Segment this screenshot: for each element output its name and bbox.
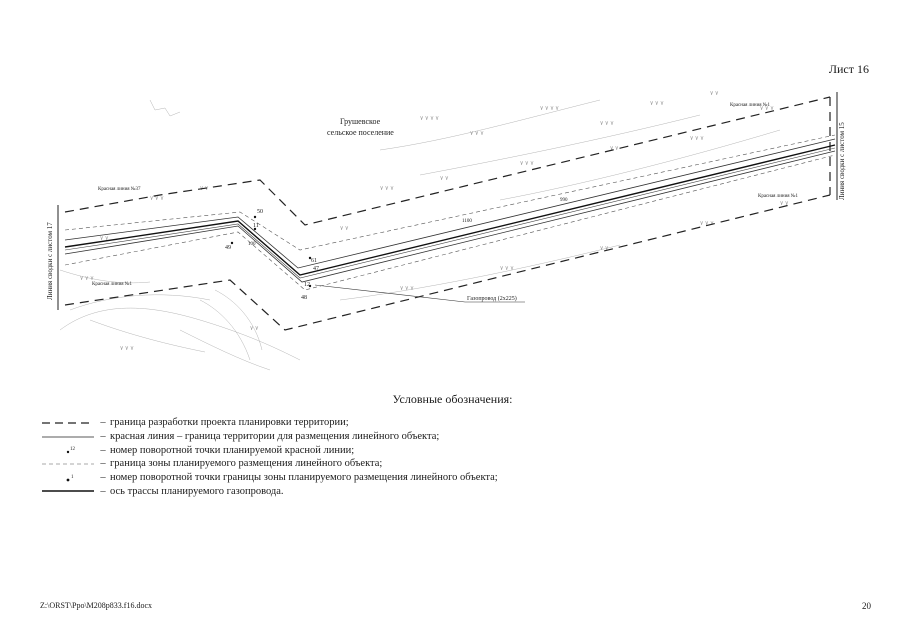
svg-text:٧ ٧: ٧ ٧ [610, 145, 619, 152]
short-dash-line-symbol [42, 463, 94, 465]
legend-dash: – [100, 485, 106, 497]
zone-boundary [64, 134, 836, 291]
red-line-label-3: Красная линия №1 [730, 102, 771, 108]
svg-text:٧ ٧ ٧: ٧ ٧ ٧ [690, 135, 704, 142]
legend-item-red-line: – красная линия – граница территории для… [40, 430, 640, 444]
red-line-label-4: Красная линия №1 [758, 193, 799, 199]
point-label-50: 50 [257, 209, 263, 215]
svg-text:٧ ٧ ٧: ٧ ٧ ٧ [520, 160, 534, 167]
solid-line-symbol [42, 436, 94, 437]
svg-text:٧ ٧ ٧: ٧ ٧ ٧ [400, 285, 414, 292]
svg-text:٧ ٧ ٧: ٧ ٧ ٧ [120, 345, 134, 352]
svg-text:٧ ٧ ٧: ٧ ٧ ٧ [760, 105, 774, 112]
svg-text:٧ ٧: ٧ ٧ [340, 225, 349, 232]
legend-item-pipeline-axis: – ось трассы планируемого газопровода. [40, 484, 640, 498]
legend-text: номер поворотной точки границы зоны план… [110, 472, 498, 484]
legend-dash: – [100, 417, 106, 429]
svg-text:٧ ٧ ٧: ٧ ٧ ٧ [150, 195, 164, 202]
svg-text:٧ ٧: ٧ ٧ [710, 90, 719, 97]
zone-point-symbol: 1 [66, 475, 74, 481]
legend-item-red-line-point: 12 – номер поворотной точки планируемой … [40, 443, 640, 457]
left-match-line-label: Линия сводки с листом 17 [46, 222, 54, 300]
planning-map: ٧ ٧ ٧ ٧ ٧ ٧ ٧ ٧ ٧ ٧ ٧ ٧ ٧ ٧ ٧ ٧ ٧ ٧ ٧ ٧ ٧ ٧… [46, 90, 846, 371]
legend-text: красная линия – граница территории для р… [110, 431, 440, 443]
terrain-marks: ٧ ٧ ٧ ٧ ٧ ٧ ٧ ٧ ٧ ٧ ٧ ٧ ٧ ٧ ٧ ٧ ٧ ٧ ٧ ٧ ٧ ٧… [80, 90, 789, 352]
red-line-label-1: Красная линия №37 [98, 186, 141, 192]
settlement-label-1: Грушевское [340, 117, 381, 126]
point-label-49: 49 [225, 245, 231, 251]
legend-item-zone-point: 1 – номер поворотной точки границы зоны … [40, 471, 640, 485]
svg-text:٧ ٧ ٧: ٧ ٧ ٧ [650, 100, 664, 107]
dimension-label-2: 1100 [462, 219, 472, 224]
svg-text:٧ ٧: ٧ ٧ [250, 325, 259, 332]
long-dash-line-symbol [42, 422, 94, 424]
sheet-label: Лист 16 [828, 62, 869, 76]
svg-text:٧ ٧ ٧ ٧: ٧ ٧ ٧ ٧ [420, 115, 439, 122]
right-match-line-label: Линия сводки с листом 15 [838, 122, 846, 200]
svg-text:٧ ٧: ٧ ٧ [780, 200, 789, 207]
turning-point-symbol: 12 [66, 447, 76, 454]
thick-line-symbol [42, 490, 94, 493]
svg-text:٧ ٧: ٧ ٧ [100, 235, 109, 242]
point-label-47: 47 [313, 266, 319, 272]
legend-item-zone-boundary: – граница зоны планируемого размещения л… [40, 457, 640, 471]
legend-item-project-boundary: – граница разработки проекта планировки … [40, 416, 640, 430]
svg-text:٧ ٧: ٧ ٧ [440, 175, 449, 182]
svg-text:٧ ٧ ٧: ٧ ٧ ٧ [470, 130, 484, 137]
pipeline-axis [64, 144, 836, 276]
red-lines [64, 138, 836, 283]
footer-file-path: Z:\ORST\Ppo\M208p833.f16.docx [40, 601, 153, 610]
pipeline-label: Газопровод (2х225) [467, 295, 517, 302]
legend-dash: – [100, 431, 106, 443]
legend-title: Условные обозначения: [392, 392, 513, 406]
legend-text: граница разработки проекта планировки те… [110, 417, 349, 429]
svg-text:٧ ٧ ٧: ٧ ٧ ٧ [700, 220, 714, 227]
page-number: 20 [862, 601, 871, 611]
legend-text: ось трассы планируемого газопровода. [110, 485, 284, 497]
zone-point-symbol-number: 1 [71, 475, 74, 480]
svg-text:٧ ٧ ٧: ٧ ٧ ٧ [380, 185, 394, 192]
point-label-11: 11 [253, 223, 259, 229]
svg-text:٧ ٧ ٧: ٧ ٧ ٧ [80, 275, 94, 282]
red-line-label-2: Красная линия №1 [92, 281, 133, 287]
terrain-contours [59, 99, 781, 371]
point-label-48: 48 [301, 295, 307, 301]
legend-dash: – [100, 458, 106, 470]
legend-text: граница зоны планируемого размещения лин… [110, 458, 383, 470]
point-label-12: 12 [304, 282, 310, 288]
svg-text:٧ ٧ ٧ ٧: ٧ ٧ ٧ ٧ [540, 105, 559, 112]
legend-text: номер поворотной точки планируемой красн… [110, 444, 355, 456]
svg-text:٧ ٧: ٧ ٧ [600, 245, 609, 252]
svg-text:٧ ٧ ٧: ٧ ٧ ٧ [600, 120, 614, 127]
legend: – граница разработки проекта планировки … [40, 416, 640, 498]
legend-dash: – [100, 472, 106, 484]
svg-text:٧ ٧ ٧: ٧ ٧ ٧ [500, 265, 514, 272]
point-label-61: 61 [311, 258, 317, 264]
project-boundary [64, 96, 831, 331]
legend-dash: – [100, 444, 106, 456]
turning-points [230, 215, 312, 288]
settlement-label-2: сельское поселение [327, 128, 394, 137]
point-symbol-number: 12 [70, 447, 76, 452]
dimension-label-1: 100 [248, 242, 256, 247]
dimension-label-3: 990 [560, 198, 568, 203]
